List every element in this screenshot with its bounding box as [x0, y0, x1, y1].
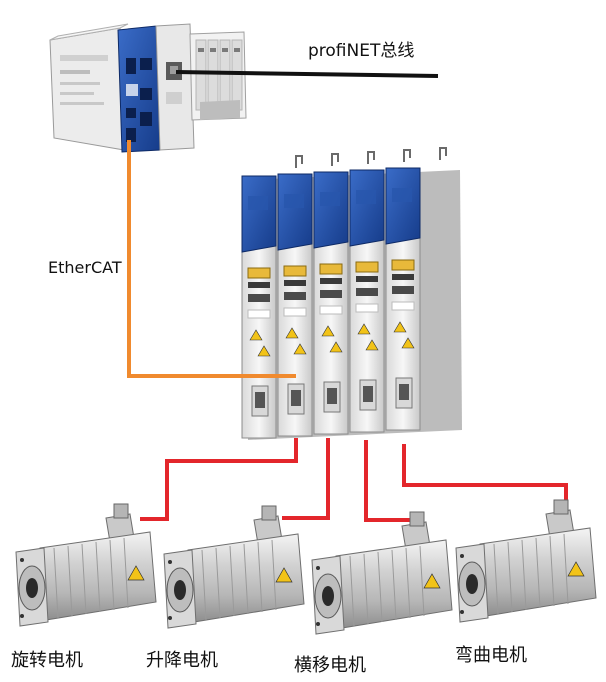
motor-cable-4	[402, 444, 568, 521]
motor-label-traverse: 横移电机	[294, 655, 366, 676]
drive-module	[313, 171, 349, 435]
servo-motor	[163, 505, 305, 629]
drive-module	[385, 167, 421, 431]
motor-label-rotation: 旋转电机	[11, 650, 83, 671]
motor-cables	[140, 438, 568, 522]
motor-label-lift: 升降电机	[146, 650, 218, 671]
motor-cable-2	[282, 438, 330, 520]
servo-motor	[455, 499, 597, 623]
ethercat-cable	[127, 140, 296, 378]
drive-modules	[241, 167, 421, 439]
servo-motors	[15, 499, 597, 635]
motor-label-bend: 弯曲电机	[455, 645, 527, 666]
drive-module	[349, 169, 385, 433]
profinet-bus-line	[175, 70, 439, 78]
drive-module	[277, 173, 313, 437]
motor-cable-1	[140, 438, 298, 521]
ethercat-label: EtherCAT	[48, 258, 122, 277]
servo-motor	[15, 503, 157, 627]
drive-module	[241, 175, 277, 439]
io-modules	[189, 31, 247, 121]
motor-cable-3	[364, 440, 418, 522]
servo-motor	[311, 511, 453, 635]
controller-plc	[49, 23, 247, 153]
profinet-bus-label: profiNET总线	[308, 41, 415, 61]
